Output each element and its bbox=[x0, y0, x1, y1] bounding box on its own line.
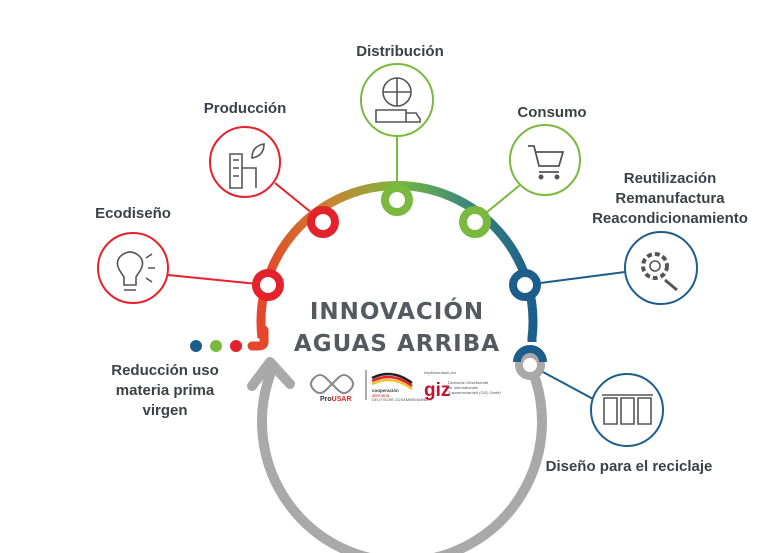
stage-icons bbox=[97, 63, 698, 447]
label-reduccion-3: virgen bbox=[142, 402, 187, 419]
gear-wrench-icon bbox=[624, 231, 698, 305]
node-consumo bbox=[459, 206, 491, 238]
label-remanufactura: Remanufactura bbox=[615, 190, 725, 207]
lightbulb-brain-icon bbox=[97, 232, 169, 304]
label-consumo: Consumo bbox=[517, 104, 586, 121]
factory-leaf-icon bbox=[209, 126, 281, 198]
node-reciclaje bbox=[515, 350, 545, 380]
arrow-head-icon bbox=[247, 357, 295, 391]
dot bbox=[190, 340, 202, 352]
arc-nodes bbox=[252, 184, 547, 380]
globe-truck-icon bbox=[360, 63, 434, 137]
node-ecodiseno bbox=[252, 269, 284, 301]
svg-text:cooperación: cooperación bbox=[372, 388, 399, 393]
svg-text:alemana: alemana bbox=[372, 393, 390, 398]
label-reciclaje: Diseño para el reciclaje bbox=[546, 458, 713, 475]
title-line1: INNOVACIÓN bbox=[310, 297, 484, 325]
svg-text:giz: giz bbox=[424, 380, 450, 401]
dots bbox=[190, 340, 242, 352]
node-reutilizacion bbox=[509, 269, 541, 301]
svg-text:für Internationale: für Internationale bbox=[448, 385, 479, 390]
label-ecodiseno: Ecodiseño bbox=[95, 205, 171, 222]
svg-text:Deutsche Gesellschaft: Deutsche Gesellschaft bbox=[448, 380, 489, 385]
svg-text:Zusammenarbeit (GIZ) GmbH: Zusammenarbeit (GIZ) GmbH bbox=[448, 390, 501, 395]
label-distribucion: Distribución bbox=[356, 43, 444, 60]
label-reduccion-1: Reducción uso bbox=[111, 362, 219, 379]
shopping-cart-icon bbox=[509, 124, 581, 196]
label-reacondicionamiento: Reacondicionamiento bbox=[592, 210, 748, 227]
svg-text:Implementado por: Implementado por bbox=[424, 370, 457, 375]
title-line2: AGUAS ARRIBA bbox=[294, 331, 500, 357]
prousar-logo: ProUSAR bbox=[310, 374, 354, 403]
dot bbox=[230, 340, 242, 352]
recycling-bins-icon bbox=[590, 373, 664, 447]
giz-logo: Implementado por giz Deutsche Gesellscha… bbox=[424, 370, 501, 401]
partner-logos: ProUSAR cooperación alemana DEUTSCHE ZUS… bbox=[310, 370, 501, 403]
arc-hook bbox=[247, 325, 269, 351]
stage-labels: Ecodiseño Producción Distribución Consum… bbox=[95, 43, 748, 475]
svg-text:DEUTSCHE ZUSAMMENARBEIT: DEUTSCHE ZUSAMMENARBEIT bbox=[372, 397, 433, 402]
dot bbox=[210, 340, 222, 352]
cooperacion-alemana-logo: cooperación alemana DEUTSCHE ZUSAMMENARB… bbox=[371, 372, 433, 402]
node-produccion bbox=[307, 206, 339, 238]
label-reutilizacion: Reutilización bbox=[624, 170, 717, 187]
return-arrow bbox=[256, 360, 547, 553]
svg-text:ProUSAR: ProUSAR bbox=[320, 396, 352, 403]
label-produccion: Producción bbox=[204, 100, 287, 117]
node-distribucion bbox=[381, 184, 413, 216]
label-reduccion-2: materia prima bbox=[116, 382, 215, 399]
